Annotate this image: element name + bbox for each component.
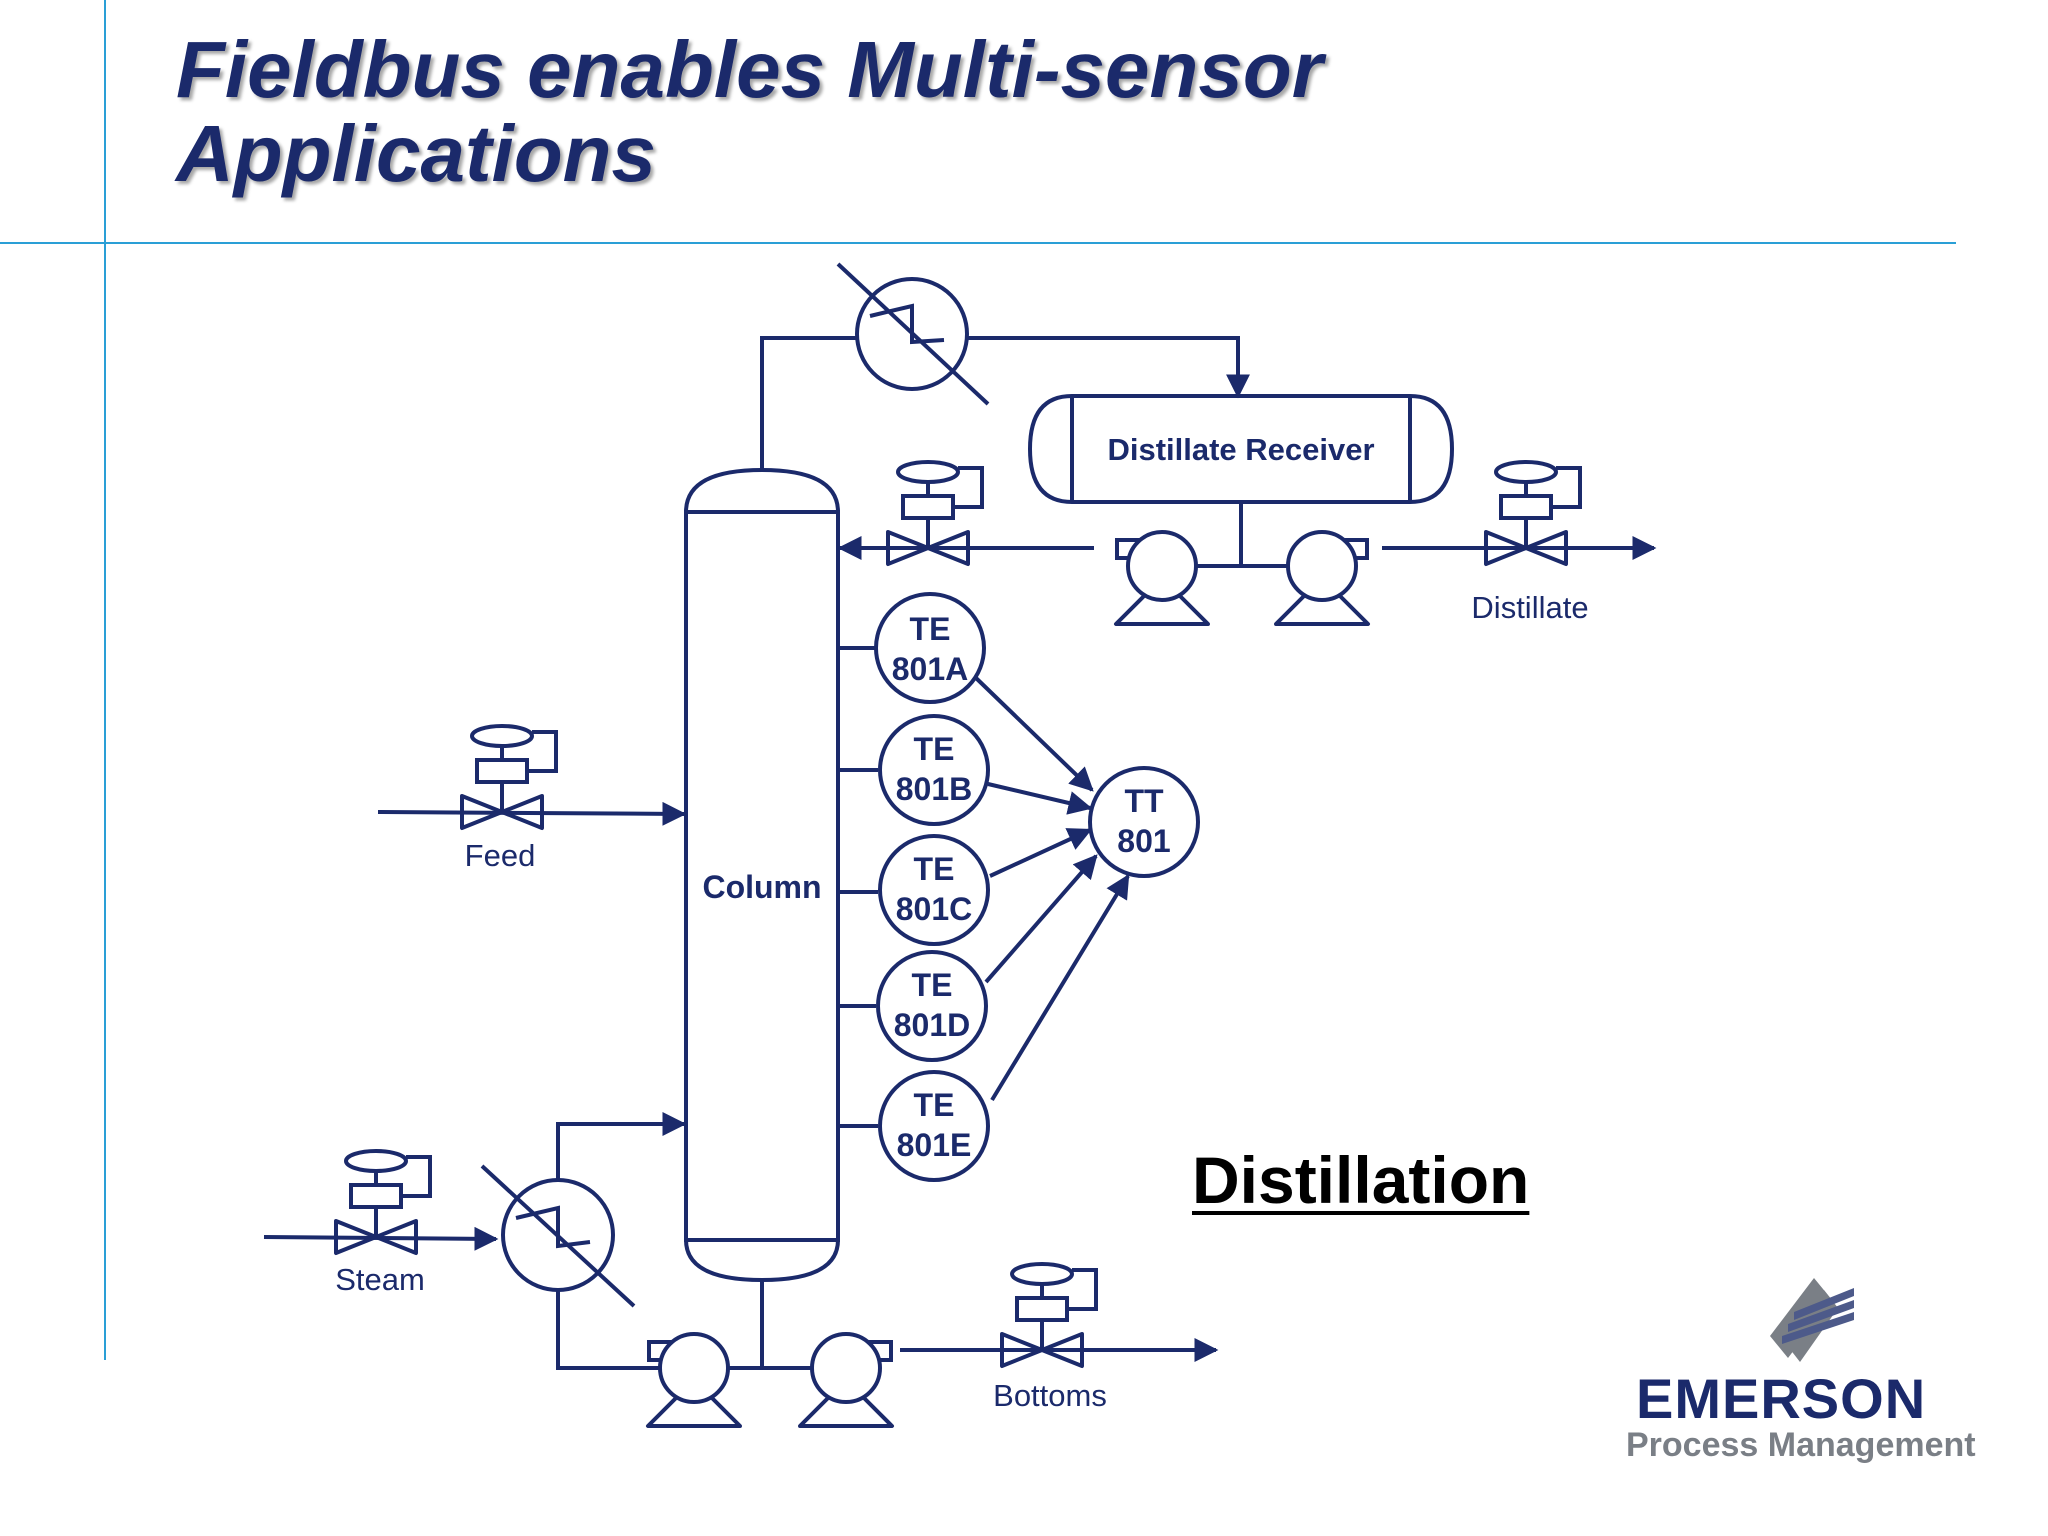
distillate-label: Distillate: [1471, 590, 1588, 625]
logo-wordmark: EMERSON: [1636, 1367, 1927, 1430]
column-label: Column: [702, 869, 821, 905]
sensor-te-801c: TE 801C: [878, 834, 990, 946]
reboiler-pump: [646, 1332, 742, 1428]
sensor-te-801a: TE 801A: [874, 592, 986, 704]
svg-text:801B: 801B: [896, 771, 973, 807]
svg-text:TE: TE: [914, 731, 955, 767]
steam-label: Steam: [335, 1262, 425, 1297]
svg-text:801E: 801E: [897, 1127, 972, 1163]
sensor-te-801d: TE 801D: [876, 950, 988, 1062]
svg-text:TE: TE: [914, 851, 955, 887]
title-divider: [0, 242, 1956, 244]
svg-text:801: 801: [1117, 823, 1170, 859]
sensor-te-801e: TE 801E: [878, 1070, 990, 1182]
sensor-te-801b: TE 801B: [878, 714, 990, 826]
page-title: Fieldbus enables Multi-sensor Applicatio…: [176, 25, 1323, 198]
logo-subtitle: Process Management: [1626, 1426, 1976, 1464]
reboiler: [480, 1164, 636, 1308]
distillate-pump: [1274, 530, 1370, 626]
svg-text:801D: 801D: [894, 1007, 971, 1043]
svg-text:TT: TT: [1124, 783, 1164, 819]
svg-text:TE: TE: [912, 967, 953, 1003]
reflux-pump: [1114, 530, 1210, 626]
transmitter-tt-801: TT 801: [1088, 766, 1200, 878]
svg-text:TE: TE: [914, 1087, 955, 1123]
bottoms-pump: [798, 1332, 894, 1428]
svg-text:801A: 801A: [892, 651, 969, 687]
overhead-condenser: [836, 262, 990, 406]
diagram-caption: Distillation: [1192, 1143, 1530, 1217]
emerson-mark-icon: [1770, 1278, 1854, 1362]
svg-text:TE: TE: [910, 611, 951, 647]
feed-label: Feed: [465, 838, 536, 873]
receiver-label: Distillate Receiver: [1107, 432, 1374, 467]
left-margin-rule: [104, 0, 106, 1360]
bottoms-label: Bottoms: [993, 1378, 1107, 1413]
distillate-receiver: [1027, 394, 1455, 504]
svg-text:801C: 801C: [896, 891, 973, 927]
emerson-logo: EMERSON Process Management: [1618, 1278, 1978, 1478]
